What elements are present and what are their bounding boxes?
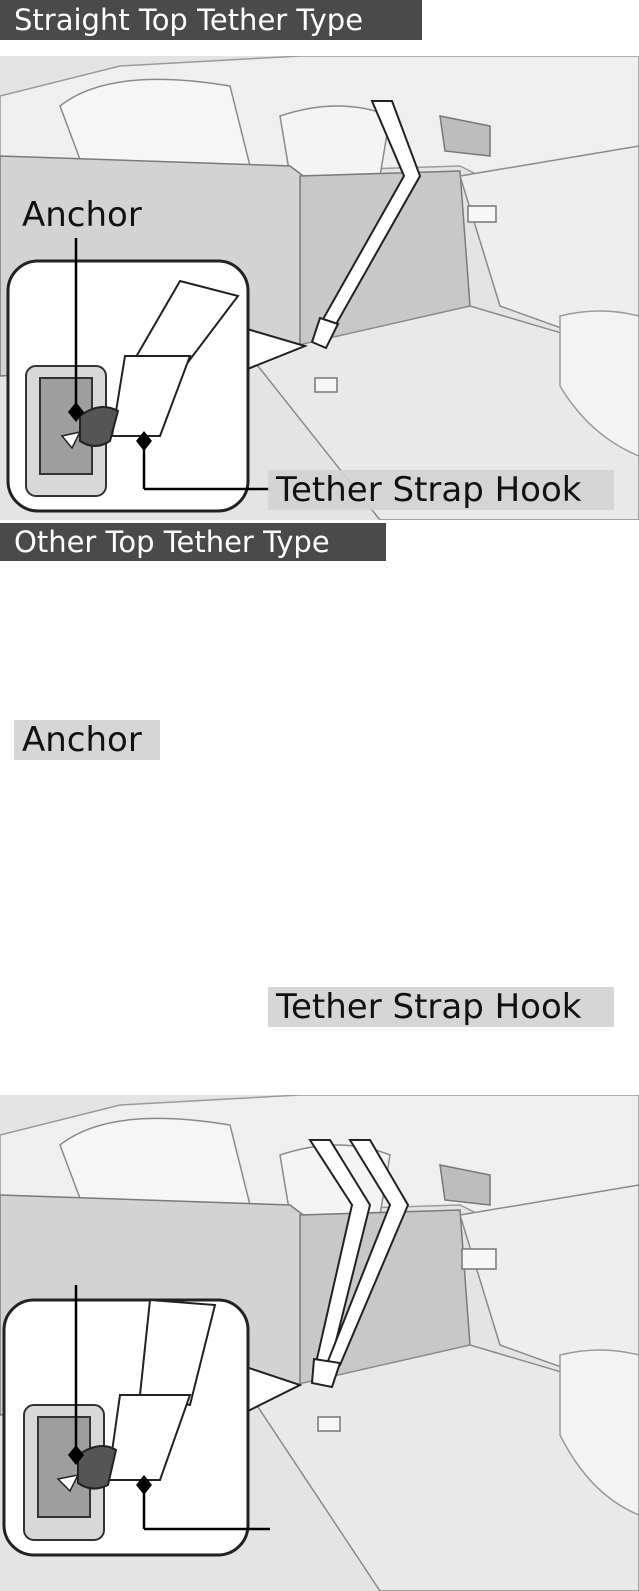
other-tether-illustration xyxy=(0,1095,639,1591)
anchor-label: Anchor xyxy=(14,720,160,760)
tether-strap-hook-label: Tether Strap Hook xyxy=(268,987,614,1027)
tether-strap-hook-label: Tether Strap Hook xyxy=(268,470,614,510)
section-title: Other Top Tether Type xyxy=(0,523,386,561)
straight-tether-section: Straight Top Tether Type Anchor Tether S… xyxy=(0,0,639,520)
section-title: Straight Top Tether Type xyxy=(0,0,422,40)
straight-tether-illustration xyxy=(0,56,639,520)
other-tether-section: Other Top Tether Type Anchor Tether Stra… xyxy=(0,521,639,1591)
anchor-label: Anchor xyxy=(14,195,160,235)
